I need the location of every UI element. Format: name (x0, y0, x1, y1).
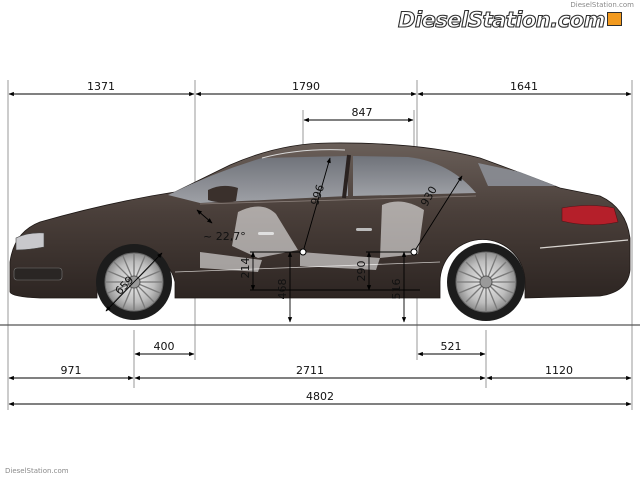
rear-hip-height-label: 516 (390, 279, 403, 300)
rear-overhang-label: 1641 (510, 80, 538, 93)
watermark-top: DieselStation.com (570, 1, 634, 9)
front-axle-to-pillar-label: 400 (154, 340, 175, 353)
wheelbase-label: 2711 (296, 364, 324, 377)
dimension-lines (8, 91, 632, 407)
rear-wheel (447, 243, 525, 321)
front-headroom-label: 996 (308, 183, 327, 207)
windshield-angle-label: ~ 22,7° (203, 230, 246, 243)
overall-length-label: 4802 (306, 390, 334, 403)
occupant-silhouettes (200, 201, 424, 272)
front-overhang-label: 1371 (87, 80, 115, 93)
site-logo-text: DieselStation.com (397, 7, 606, 32)
front-overhang-body-label: 971 (61, 364, 82, 377)
site-logo: DieselStation.com (397, 7, 622, 33)
cabin-length-label: 1790 (292, 80, 320, 93)
dimension-labels: 1371 1790 1641 847 996 930 ~ 22,7° 214 2… (61, 80, 574, 403)
logo-mark-icon (607, 12, 622, 26)
rear-overhang-body-label: 1120 (545, 364, 573, 377)
front-hip-height-label: 468 (276, 279, 289, 300)
rear-seat-height-label: 290 (355, 261, 368, 282)
front-seat-height-label: 214 (239, 258, 252, 279)
seat-reference-points (299, 248, 418, 256)
watermark-bottom: DieselStation.com (5, 467, 69, 475)
seat-spacing-label: 847 (352, 106, 373, 119)
rear-axle-to-seat-label: 521 (441, 340, 462, 353)
